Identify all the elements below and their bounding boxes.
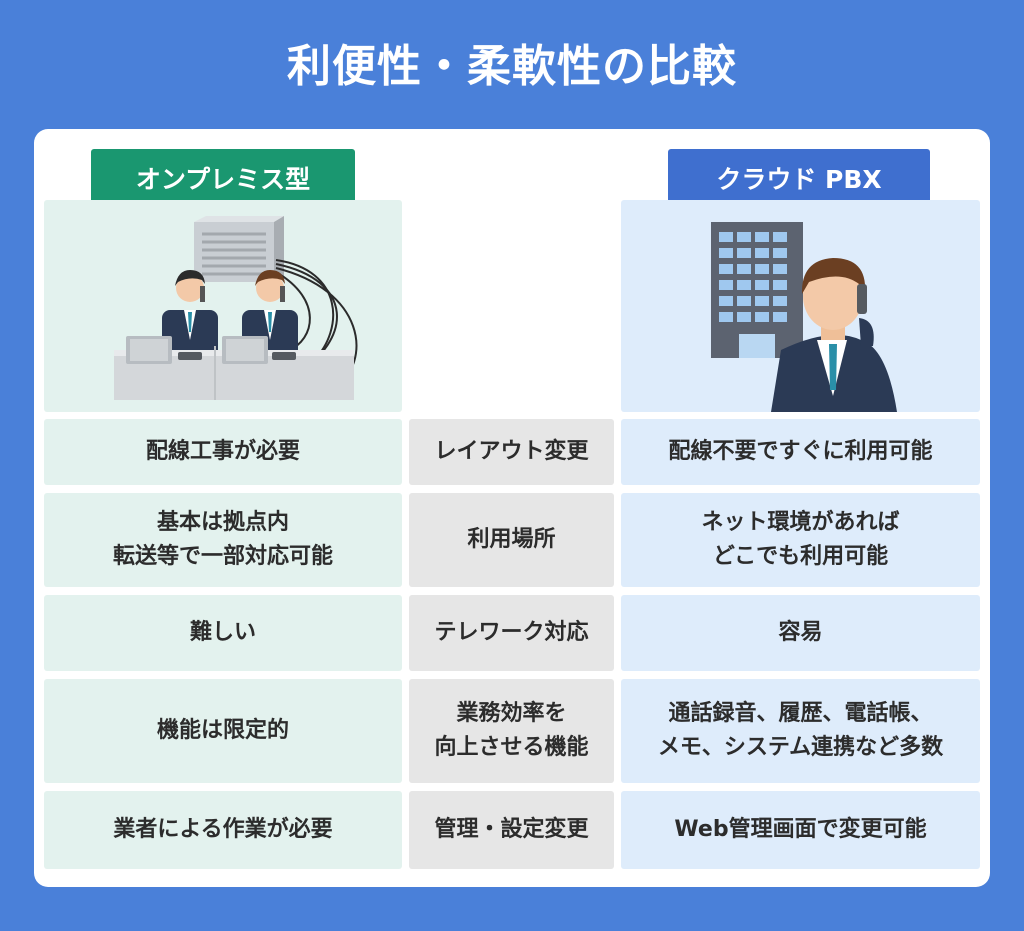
cloud-cell-usage-location: ネット環境があれば どこでも利用可能 [621, 493, 980, 587]
cloud-cell-layout-change: 配線不要ですぐに利用可能 [621, 419, 980, 485]
category-cell-telework: テレワーク対応 [409, 595, 614, 671]
category-cell-efficiency-features: 業務効率を 向上させる機能 [409, 679, 614, 783]
page-title: 利便性・柔軟性の比較 [287, 41, 737, 92]
onpremise-cell-telework: 難しい [44, 595, 402, 671]
office-workers-on-phones-illustration [114, 216, 358, 400]
businessman-on-phone-building-illustration [711, 222, 897, 412]
category-cell-management: 管理・設定変更 [409, 791, 614, 869]
category-cell-usage-location: 利用場所 [409, 493, 614, 587]
cloud-cell-management: Web管理画面で変更可能 [621, 791, 980, 869]
onpremise-cell-efficiency-features: 機能は限定的 [44, 679, 402, 783]
cloud-cell-efficiency-features: 通話録音、履歴、電話帳、 メモ、システム連携など多数 [621, 679, 980, 783]
cloud-cell-telework: 容易 [621, 595, 980, 671]
onpremise-cell-management: 業者による作業が必要 [44, 791, 402, 869]
onpremise-cell-layout-change: 配線工事が必要 [44, 419, 402, 485]
onpremise-illustration [44, 200, 402, 412]
cloud-illustration [621, 200, 980, 412]
category-cell-layout-change: レイアウト変更 [409, 419, 614, 485]
comparison-panel: オンプレミス型 クラウド PBX [34, 129, 990, 887]
onpremise-cell-usage-location: 基本は拠点内 転送等で一部対応可能 [44, 493, 402, 587]
